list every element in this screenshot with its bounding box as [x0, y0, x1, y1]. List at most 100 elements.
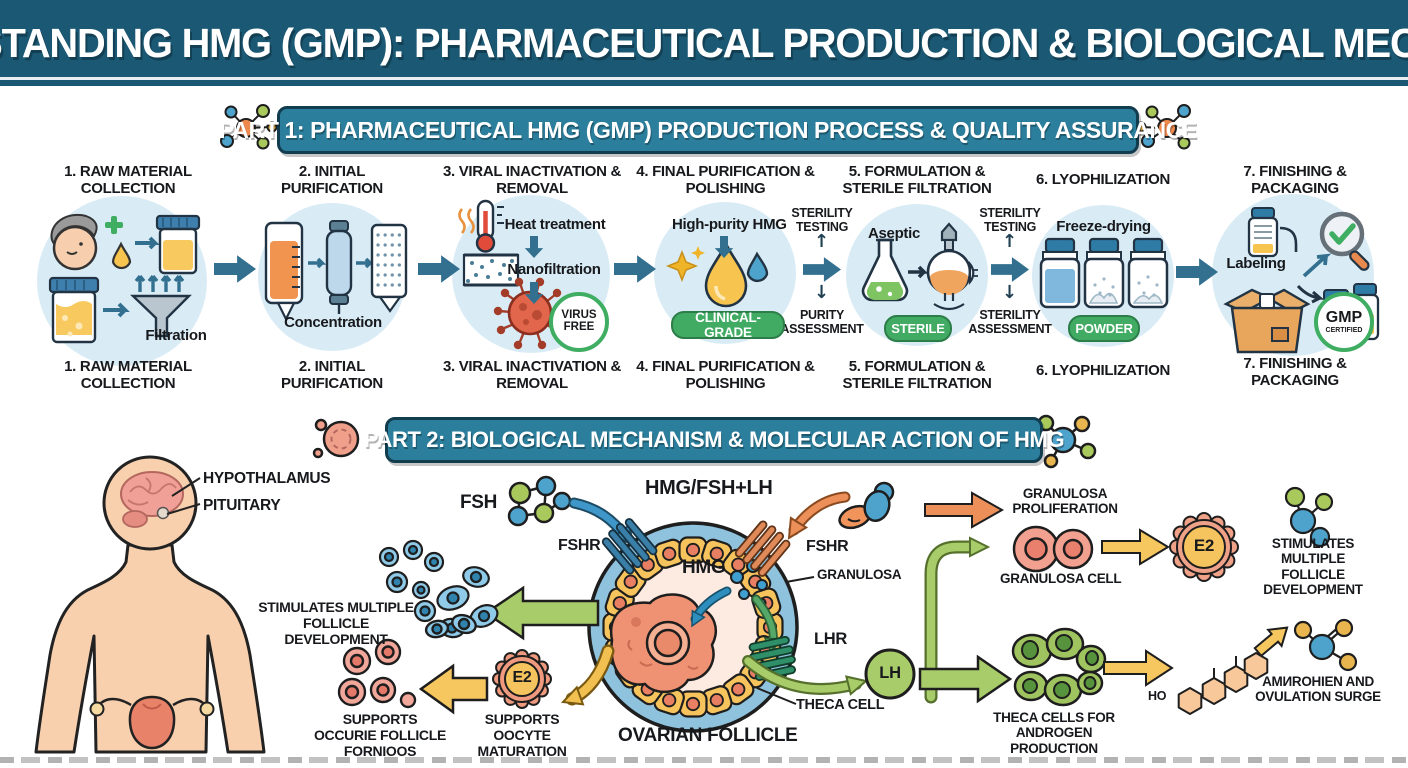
sterile-filter-icon [926, 222, 978, 311]
pituitary-label: PITUITARY [203, 497, 281, 514]
follicle-cluster-blue [378, 539, 499, 639]
purification-column-icons [264, 220, 408, 322]
powder-badge: POWDER [1068, 315, 1140, 342]
molecule-icon [1284, 486, 1334, 548]
step5-icon-group [846, 204, 988, 346]
gmp-badge-line1: GMP [1325, 309, 1363, 327]
step6-label-top: 6. LYOPHILIZATION [1035, 171, 1171, 188]
granulosa-cell-pair [1012, 525, 1094, 573]
e2-right-label: E2 [1193, 536, 1215, 555]
androgen-surge-label: AMИROHIEN AND OVULATION SURGE [1255, 674, 1381, 705]
follicle-cluster-pink [337, 613, 477, 709]
qc2-top-label: STERILITY TESTING [979, 206, 1041, 235]
granulosa-leader-line [785, 576, 815, 583]
specimen-jar-icon [155, 214, 201, 275]
fshr-right-label: FSHR [806, 538, 849, 555]
step4-label-top: 4. FINAL PURIFICATION & POLISHING [636, 163, 815, 198]
theca-cell-cluster [1011, 627, 1107, 707]
lhr-to-lh-arrow [742, 655, 870, 696]
step3-label-top: 3. VIRAL INACTIVATION & REMOVAL [442, 163, 622, 198]
molecule-icon [1037, 414, 1097, 469]
gmp-badge-line2: CERTIFIED [1325, 326, 1363, 334]
stimulates-left-label: STIMULATES MULTIPLE FOLLICLE DEVELOPMENT [258, 599, 414, 647]
high-purity-icons [665, 241, 769, 308]
sterile-badge: STERILE [884, 315, 952, 342]
up-arrow-icon: ↑ [1002, 231, 1018, 252]
specimen-jar-icon [48, 276, 100, 344]
magnifier-check-icon [1319, 211, 1370, 271]
step3-label-bottom: 3. VIRAL INACTIVATION & REMOVAL [442, 358, 622, 393]
supports-oocyte-label: SUPPORTS OOCYTE MATURATION [477, 711, 567, 759]
gmp-certified-badge: GMP CERTIFIED [1314, 292, 1374, 352]
fsh-molecule-icon [507, 475, 572, 527]
ho-label: HO [1148, 689, 1167, 703]
e2-to-follicles-arrow [418, 663, 489, 715]
cropped-text-remnant [0, 757, 1408, 763]
down-arrow-icon: ↓ [814, 282, 830, 303]
granulosa-proliferation-arrow [924, 491, 1005, 529]
virus-free-badge: VIRUS FREE [549, 292, 609, 352]
fshr-right-receptor [734, 520, 791, 577]
hypothalamus-leader-line [171, 477, 201, 497]
lh-to-theca-arrow [918, 654, 1013, 704]
hmg-label: HMG [682, 557, 726, 578]
aseptic-label: Aseptic [867, 225, 921, 242]
clinical-grade-badge: CLINICAL-GRADE [671, 310, 785, 340]
fshr-left-receptor [601, 518, 658, 575]
hmg-hormone-icon [838, 481, 895, 530]
step7-label-bottom: 7. FINISHING & PACKAGING [1243, 355, 1347, 390]
concentration-label: Concentration [284, 314, 382, 331]
molecule-icon [220, 104, 278, 150]
follicle-to-e2-arrow [558, 644, 615, 712]
flask-icon [861, 238, 909, 302]
ovarian-follicle-caption: OVARIAN FOLLICLE [618, 725, 798, 746]
granulosa-label: GRANULOSA [817, 567, 902, 582]
brain-icon [120, 471, 184, 528]
heat-treatment-label: Heat treatment [504, 216, 606, 233]
hmg-to-fshr-arrow [780, 491, 851, 544]
theca-to-androgen-arrow [1103, 649, 1174, 687]
qc1-top-label: STERILITY TESTING [791, 206, 853, 235]
viral-inactivation-icons [458, 199, 568, 350]
lhr-receptor [748, 635, 796, 681]
lh-label: LH [879, 664, 901, 682]
theca-cells-label: THECA CELLS FOR ANDROGEN PRODUCTION [993, 710, 1115, 756]
steroid-molecule-icon [1177, 652, 1269, 715]
ovulation-surge-arrow [1253, 626, 1289, 658]
raw-material-icons [48, 213, 201, 344]
uterus-icon [89, 695, 215, 750]
funnel-icon [130, 274, 192, 338]
formulation-icons [861, 222, 978, 311]
stimulates-right-label: STIMULATES MULTIPLE FOLLICLE DEVELOPMENT [1263, 536, 1363, 598]
page-title: UNDERSTANDING HMG (GMP): PHARMACEUTICAL … [0, 19, 1408, 66]
down-arrow-icon: ↓ [1002, 282, 1018, 303]
step2-label-bottom: 2. INITIAL PURIFICATION [281, 358, 383, 393]
theca-leader-line [756, 687, 797, 705]
follicle-title: HMG/FSH+LH [645, 477, 773, 499]
step6-label-bottom: 6. LYOPHILIZATION [1035, 362, 1171, 379]
granulosa-to-e2-arrow [1101, 528, 1170, 566]
pituitary-leader-line [166, 503, 201, 515]
theca-cell-label: THECA CELL [796, 697, 885, 713]
cell-icon [312, 418, 360, 459]
lhr-label: LHR [814, 630, 848, 648]
hmg-to-oocyte-arrow [685, 586, 732, 630]
packaging-icons [1223, 207, 1380, 354]
step4-label-bottom: 4. FINAL PURIFICATION & POLISHING [636, 358, 815, 393]
granulosa-cell-label: GRANULOSA CELL [1000, 571, 1122, 586]
molecule-icon [1293, 618, 1358, 672]
filtration-label: Filtration [145, 327, 207, 344]
part2-header: PART 2: BIOLOGICAL MECHANISM & MOLECULAR… [364, 417, 1065, 463]
thermometer-icon [458, 199, 504, 253]
step1-icon-group [37, 196, 207, 366]
vial-icon [1083, 237, 1125, 309]
step1-label-top: 1. RAW MATERIAL COLLECTION [64, 163, 192, 198]
title-bar: UNDERSTANDING HMG (GMP): PHARMACEUTICAL … [0, 0, 1408, 86]
supports-follicle-label: SUPPORTS OCCURIE FOLLICLE FORNIOOS [313, 711, 447, 759]
nanofilter-icon [462, 253, 520, 287]
up-arrow-icon: ↑ [814, 231, 830, 252]
qc2-bottom-label: STERILITY ASSESSMENT [968, 308, 1052, 337]
lh-elbow-arrow [924, 537, 989, 704]
step3-icon-group [452, 195, 610, 353]
